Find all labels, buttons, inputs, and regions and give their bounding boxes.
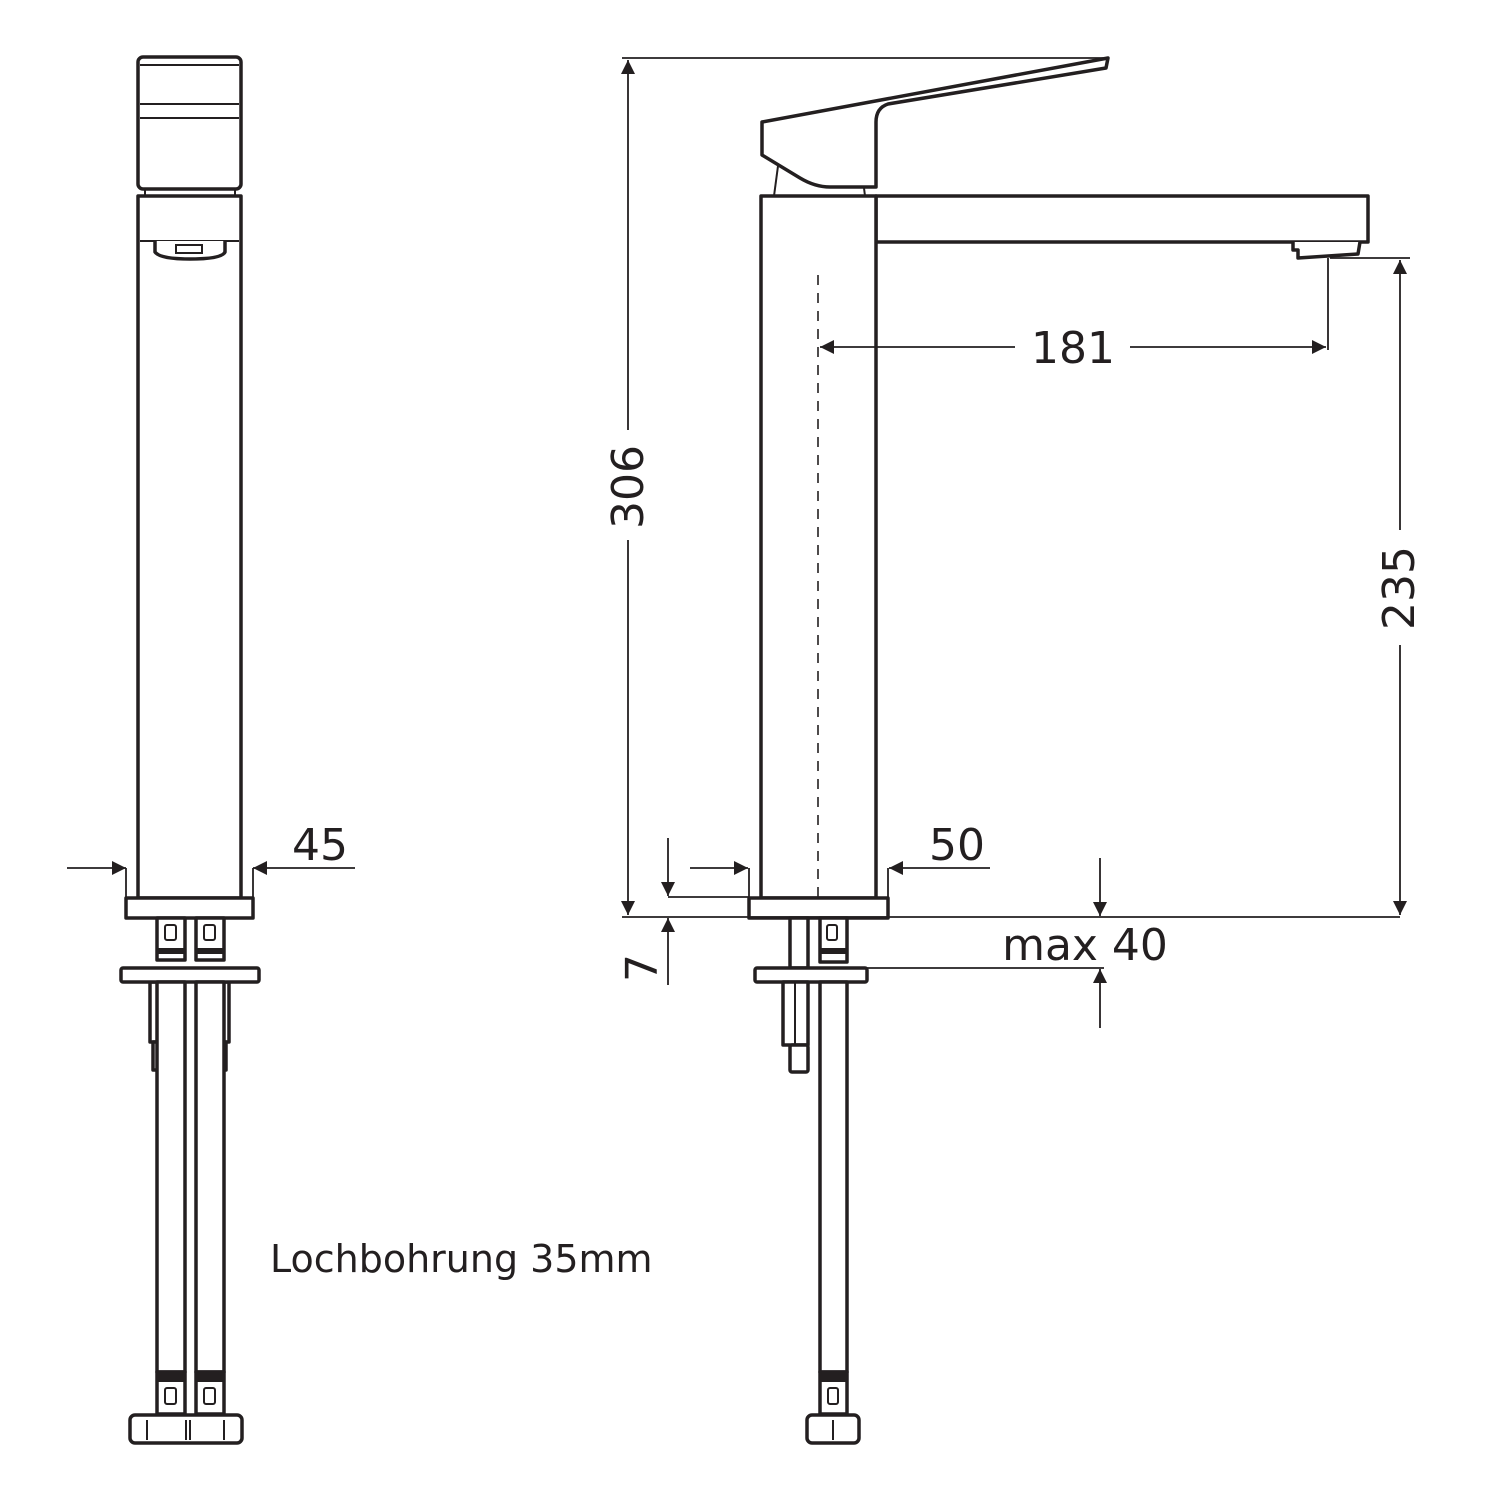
dim-label-181: 181 <box>1031 323 1115 374</box>
base-plate <box>124 896 255 920</box>
mounting-plate <box>753 966 869 984</box>
hole-diameter-note: Lochbohrung 35mm <box>270 1237 653 1281</box>
hose-connectors-bottom <box>128 1370 244 1445</box>
dimension-235: 235 <box>1330 257 1425 915</box>
dim-label-45: 45 <box>292 820 348 871</box>
dimension-181: 181 <box>820 258 1329 374</box>
body <box>136 194 243 900</box>
side-view: 306 181 235 50 7 <box>603 56 1425 1445</box>
dim-label-235: 235 <box>1374 546 1425 630</box>
hose <box>818 980 849 1374</box>
base-plate <box>747 896 890 920</box>
dim-label-max-40: max 40 <box>1002 920 1168 971</box>
spout <box>874 194 1370 244</box>
mounting-plate <box>119 966 261 984</box>
lever-cap <box>136 55 243 191</box>
dimension-max-40: max 40 <box>866 858 1168 1028</box>
hose <box>155 980 187 1374</box>
dimension-45: 45 <box>67 820 355 898</box>
spout-aerator <box>1291 241 1362 260</box>
dimension-306: 306 <box>603 57 1400 918</box>
lever <box>760 56 1110 189</box>
aerator <box>153 241 227 261</box>
hose-connectors-top <box>155 916 226 962</box>
dimension-7: 7 <box>617 838 749 985</box>
hose <box>194 980 226 1374</box>
dimension-50: 50 <box>690 820 990 898</box>
dim-label-7: 7 <box>617 954 668 982</box>
dim-label-306: 306 <box>603 445 654 529</box>
front-view: 45 <box>67 55 355 1445</box>
dim-label-50: 50 <box>929 820 985 871</box>
